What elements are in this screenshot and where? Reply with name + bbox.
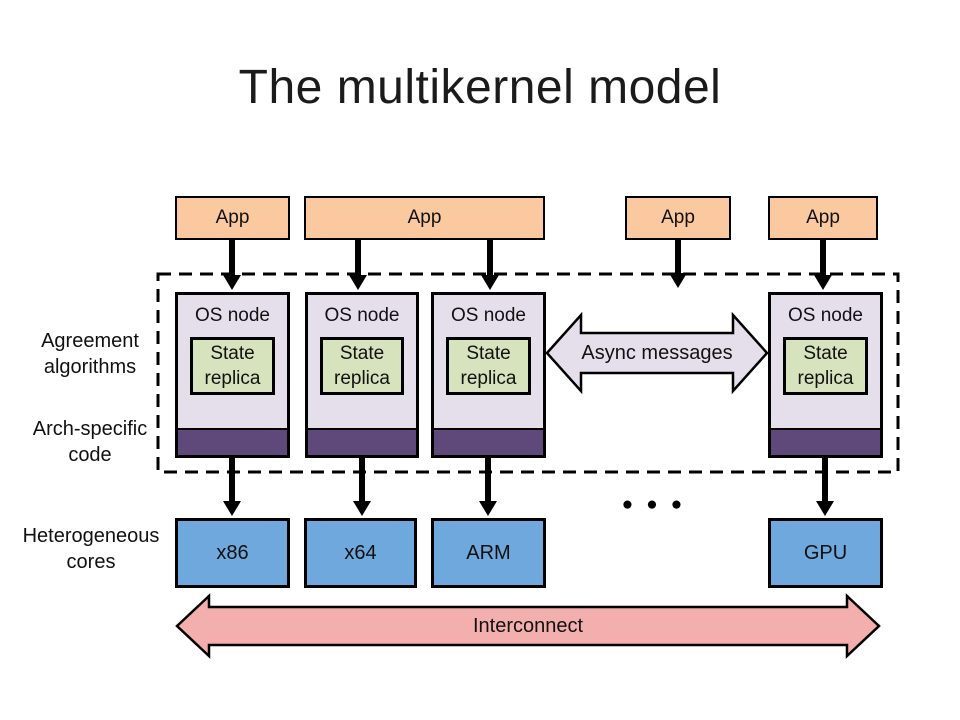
arrow-app3-to-hidden-node [669,240,687,288]
arrow-head-icon [223,501,241,516]
state-replica-label-line2: replica [204,368,261,389]
arrow-app2-to-osnode2 [349,240,367,290]
app-box-1: App [175,196,290,240]
arrow-head-icon [481,275,499,290]
state-replica-label-line1: State [339,343,385,364]
os-node-box-2: OS node State replica [305,292,419,458]
os-node-box-4: OS node State replica [768,292,883,458]
arch-specific-code-strip [308,428,416,455]
state-replica-label-line2: replica [797,368,854,389]
double-arrow-icon [545,311,769,395]
label-line: algorithms [43,356,137,378]
core-box-x64: x64 [304,518,417,588]
label-line: Heterogeneous [22,525,160,547]
arrow-head-icon [669,273,687,288]
slide-title: The multikernel model [238,61,722,114]
state-replica-box: State replica [446,337,531,395]
state-replica-box: State replica [190,337,275,395]
app-box-3: App [625,196,731,240]
arrow-osnode2-to-x64 [353,458,371,516]
arch-specific-code-strip [771,428,880,455]
arrow-head-icon [349,275,367,290]
state-replica-label-line1: State [210,343,255,364]
os-node-box-3: OS node State replica [431,292,546,458]
label-line: Agreement [41,330,139,352]
arrow-app2-to-osnode3 [481,240,499,290]
ellipsis-dots: ●●● [621,494,696,515]
arrow-head-icon [223,275,241,290]
app-label: App [215,207,250,228]
state-replica-label-line1: State [803,343,848,364]
core-label: x64 [344,541,377,564]
os-node-label: OS node [324,305,400,326]
core-box-gpu: GPU [768,518,883,588]
os-node-label: OS node [195,305,270,326]
label-line: cores [66,551,116,573]
arch-specific-code-strip [434,428,543,455]
label-heterogeneous-cores: Heterogeneous cores [12,523,170,575]
app-label: App [407,207,442,228]
arrow-head-icon [479,501,497,516]
label-line: Arch-specific [32,418,148,440]
label-line: code [68,444,112,466]
core-box-arm: ARM [431,518,546,588]
app-label: App [661,207,695,228]
arrow-app4-to-osnode4 [814,240,832,290]
state-replica-label-line2: replica [460,368,517,389]
app-label: App [806,207,840,228]
arrow-osnode4-to-gpu [816,458,834,516]
async-messages-arrow: Async messages [545,311,769,395]
interconnect-label: Interconnect [472,614,584,637]
app-box-2: App [304,196,545,240]
core-label: GPU [803,541,848,564]
state-replica-box: State replica [320,337,404,395]
core-label: x86 [216,541,249,564]
arrow-head-icon [816,501,834,516]
interconnect-arrow: Interconnect [175,593,881,659]
arrow-osnode3-to-arm [479,458,497,516]
label-arch-specific-code: Arch-specific code [25,416,155,468]
core-box-x86: x86 [175,518,290,588]
arrow-head-icon [814,275,832,290]
core-label: ARM [466,541,511,564]
os-node-label: OS node [451,305,526,326]
os-node-label: OS node [788,305,863,326]
state-replica-label-line1: State [466,343,511,364]
app-box-4: App [768,196,878,240]
double-arrow-icon [175,593,881,659]
arrow-head-icon [353,501,371,516]
async-messages-label: Async messages [581,341,733,364]
arrow-osnode1-to-x86 [223,458,241,516]
arrow-app1-to-osnode1 [223,240,241,290]
arch-specific-code-strip [178,428,287,455]
os-layer-dashed-boundary [156,272,900,474]
os-node-box-1: OS node State replica [175,292,290,458]
label-agreement-algorithms: Agreement algorithms [25,328,155,380]
state-replica-box: State replica [783,337,868,395]
state-replica-label-line2: replica [334,368,390,389]
